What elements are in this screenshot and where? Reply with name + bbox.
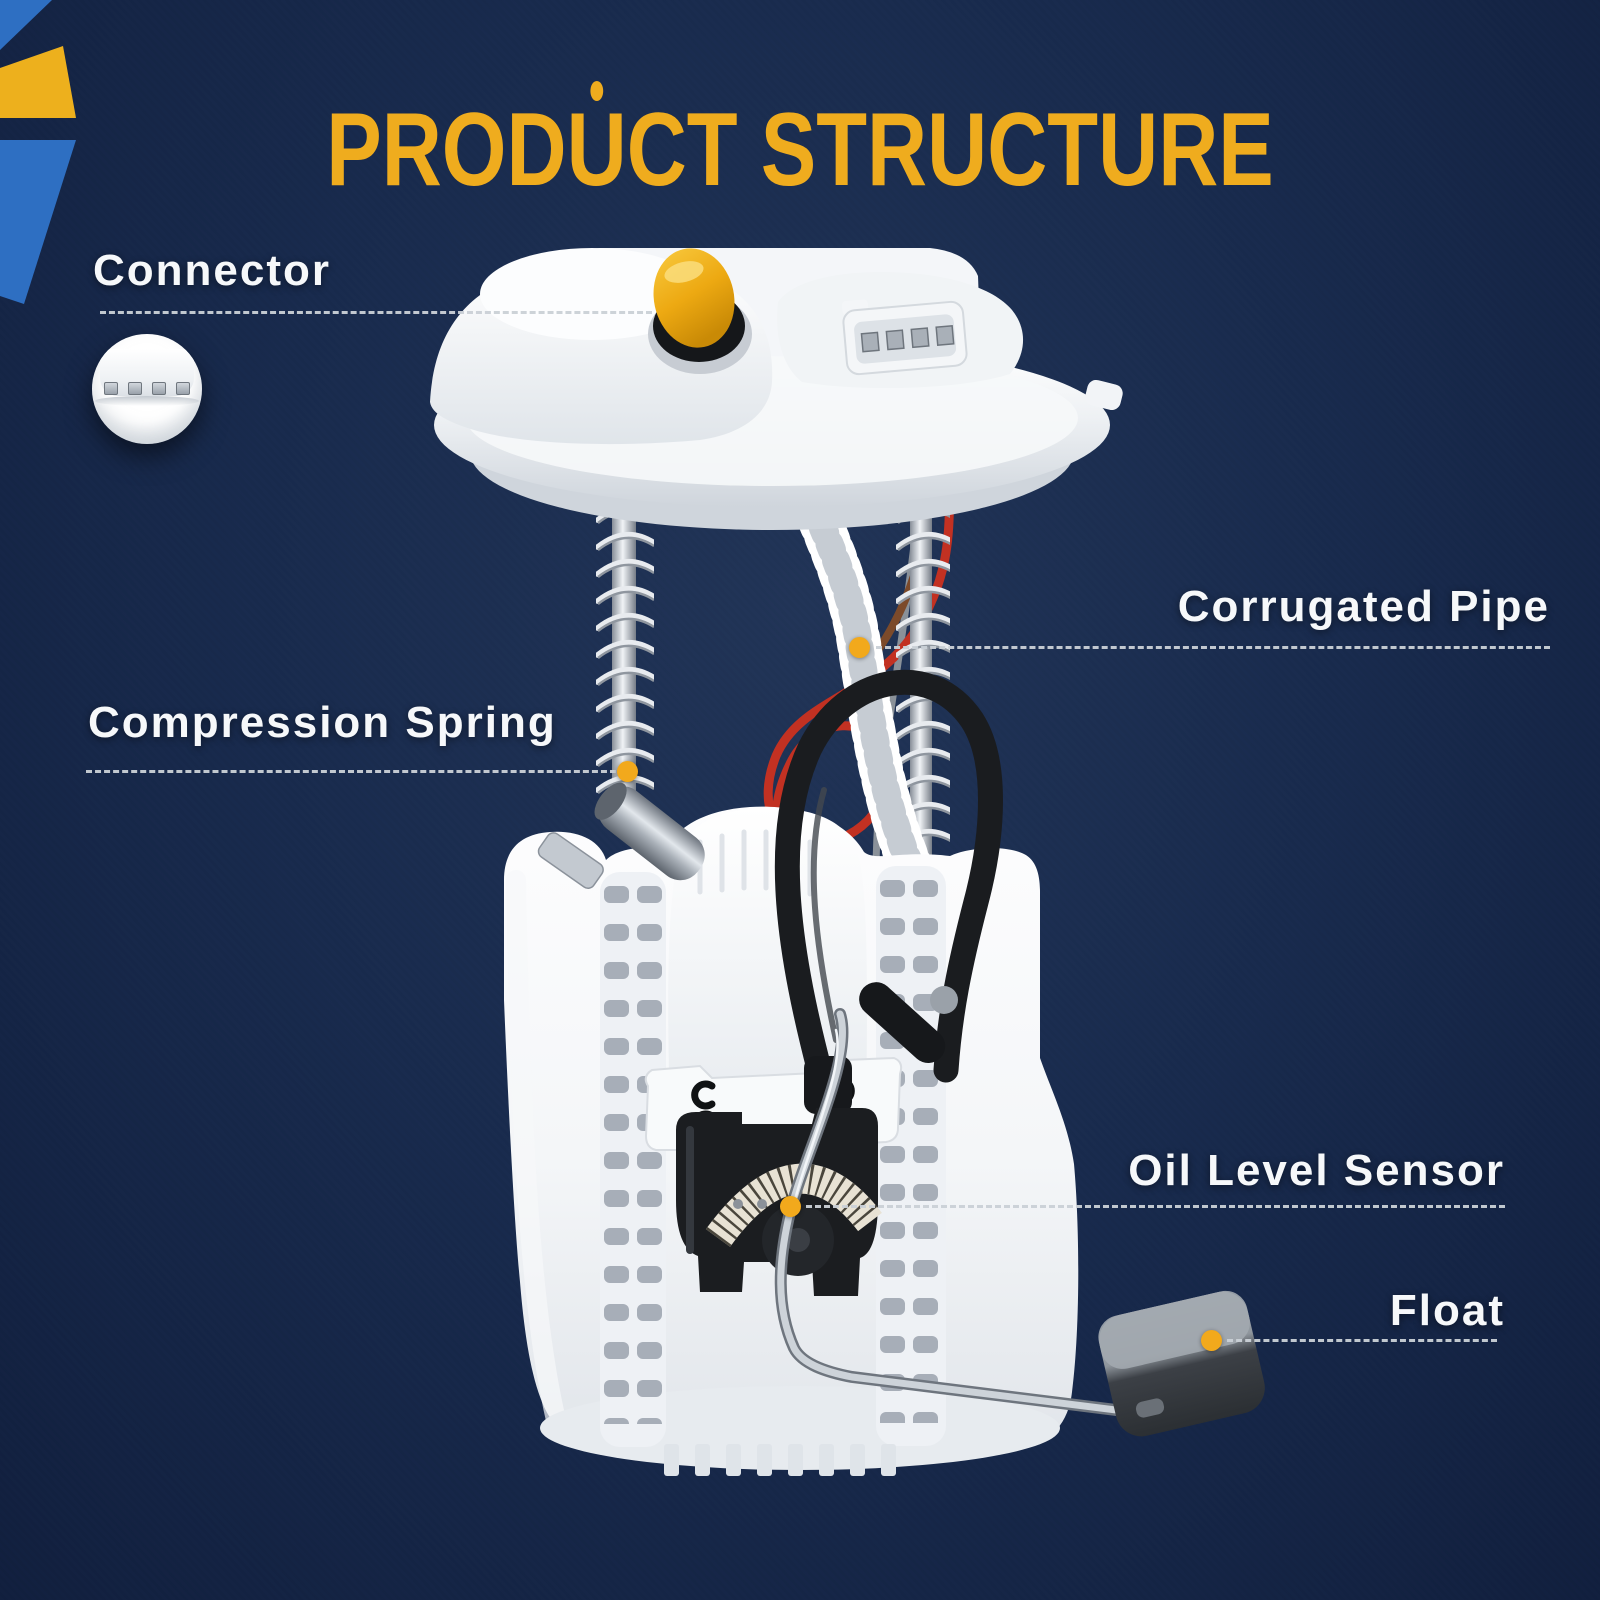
vent-slots-right xyxy=(878,878,942,1423)
flange-tab xyxy=(1085,379,1123,411)
connector-pin-icon xyxy=(104,382,119,396)
flange-assembly xyxy=(430,248,1123,530)
float-hinge xyxy=(1135,1398,1165,1418)
float-part xyxy=(1098,1290,1265,1437)
connector-inset-photo xyxy=(92,334,202,444)
leader-line-compression-spring xyxy=(86,770,616,773)
title-pre: PROD xyxy=(326,92,567,208)
anchor-dot-float xyxy=(1201,1330,1222,1351)
connector-pin-icon xyxy=(128,382,143,396)
fuel-port-cap xyxy=(648,248,752,374)
connector-inset-pins xyxy=(104,382,190,396)
title-post: CT STRUCTURE xyxy=(626,92,1274,208)
anchor-dot-oil-level-sensor xyxy=(780,1196,801,1217)
connector-inset-shadow xyxy=(95,395,199,406)
label-oil-level-sensor: Oil Level Sensor xyxy=(1128,1146,1505,1195)
bottom-fins xyxy=(664,1444,896,1476)
anchor-dot-corrugated-pipe xyxy=(849,637,870,658)
electrical-connector xyxy=(841,299,968,376)
corner-ribbon-decoration xyxy=(0,0,76,304)
label-float: Float xyxy=(1389,1286,1505,1335)
label-connector: Connector xyxy=(93,246,331,295)
vent-slots-left xyxy=(602,884,664,1424)
label-compression-spring: Compression Spring xyxy=(88,698,557,747)
compression-spring-left xyxy=(596,470,654,810)
ribbon-stripe-blue-top xyxy=(0,0,52,50)
black-hose xyxy=(774,669,1003,1085)
compression-spring-right xyxy=(896,454,950,866)
leader-line-connector xyxy=(100,311,652,314)
leader-line-corrugated-pipe xyxy=(876,646,1550,649)
ribbon-stripe-blue-bottom xyxy=(0,140,76,304)
u-accent-dot-icon xyxy=(590,81,604,101)
label-corrugated-pipe: Corrugated Pipe xyxy=(1177,582,1550,631)
anchor-dot-compression-spring xyxy=(617,761,638,782)
connector-pin-icon xyxy=(175,382,190,396)
connector-pin-icon xyxy=(151,382,166,396)
ribbon-stripe-yellow xyxy=(0,46,76,118)
pump-motor xyxy=(537,782,705,889)
leader-line-float xyxy=(1227,1339,1497,1342)
corrugated-pipe-part xyxy=(770,430,954,924)
title-accented-letter: U xyxy=(567,81,627,202)
connector-pins xyxy=(860,325,955,353)
float-arm xyxy=(774,1008,1154,1420)
leader-line-oil-level-sensor xyxy=(806,1205,1505,1208)
